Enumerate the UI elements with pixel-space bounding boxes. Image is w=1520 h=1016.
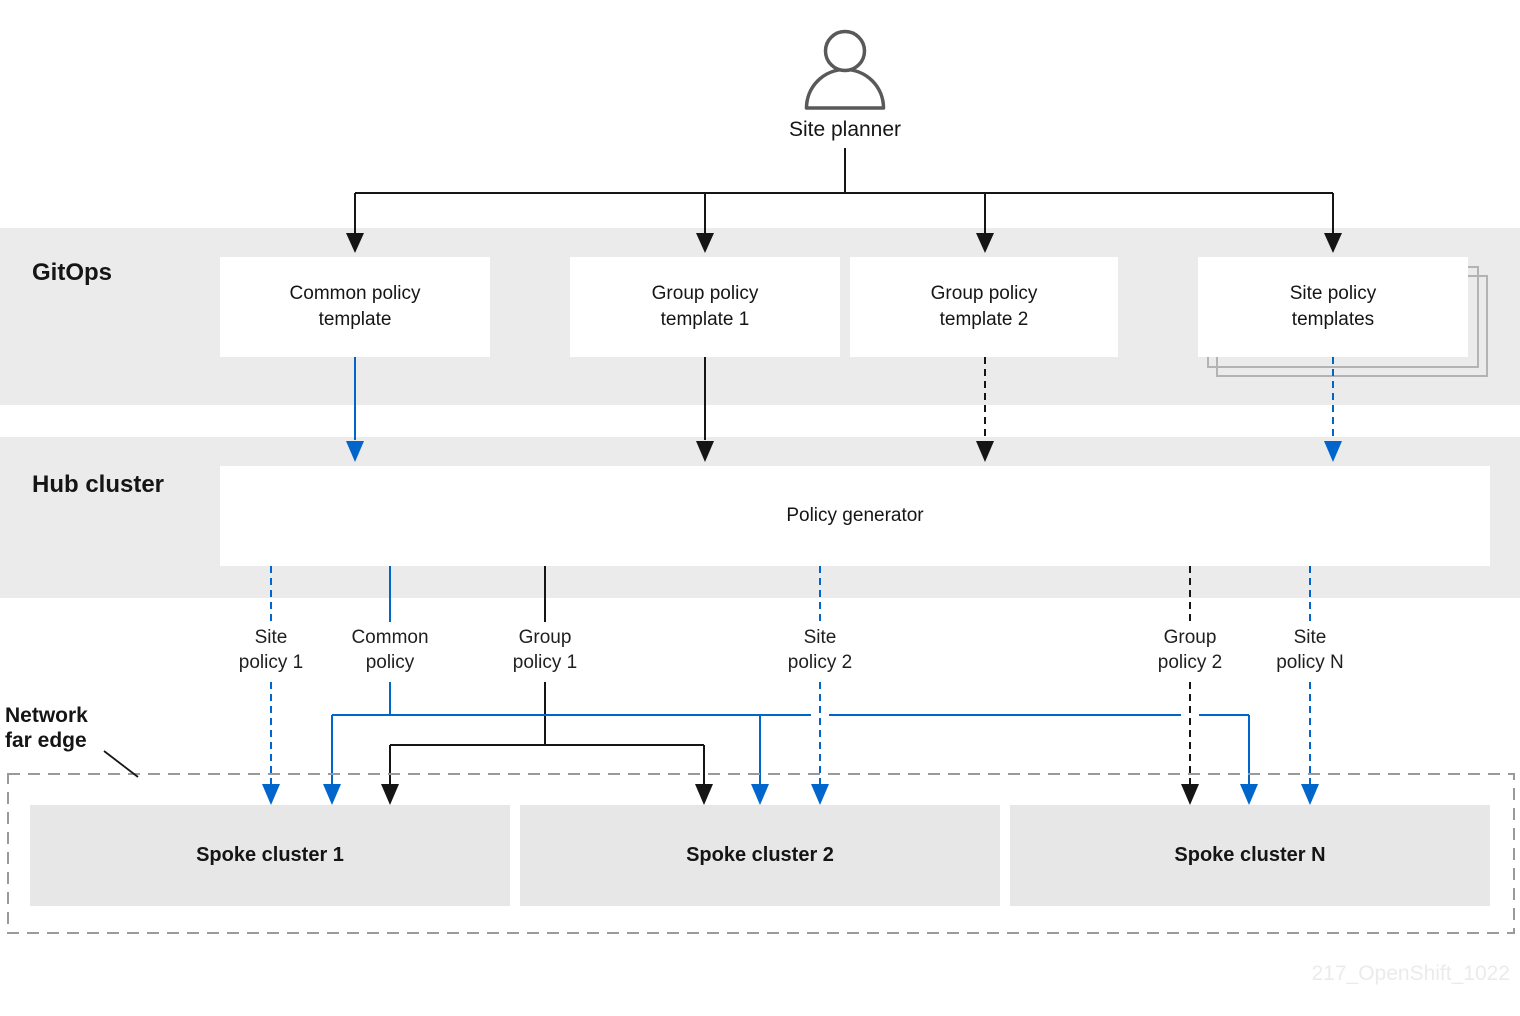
spoke-cluster-1-box: Spoke cluster 1 xyxy=(30,805,510,906)
site-planner-tree-lines xyxy=(354,148,1334,233)
site-planner-label: Site planner xyxy=(788,118,902,141)
spoke-cluster-2-box: Spoke cluster 2 xyxy=(520,805,1000,906)
hub-cluster-band-label: Hub cluster xyxy=(32,471,165,498)
policy-label-group-policy-1: Group policy 1 xyxy=(512,627,578,673)
spoke-cluster-n-box: Spoke cluster N xyxy=(1010,805,1490,906)
gitops-band-label: GitOps xyxy=(32,259,113,286)
network-far-edge-label: Network far edge xyxy=(5,704,88,752)
common-policy-template-box: Common policy template xyxy=(220,257,490,357)
site-policy-templates-box: Site policy templates xyxy=(1198,257,1468,357)
person-icon xyxy=(804,29,886,110)
policy-label-site-policy-n: Site policy N xyxy=(1276,627,1344,673)
watermark: 217_OpenShift_1022 xyxy=(1311,962,1510,985)
group-policy-template-2-box: Group policy template 2 xyxy=(850,257,1118,357)
policy-distribution-arrowheads xyxy=(262,784,1319,805)
policy-generator-box: Policy generator xyxy=(220,466,1490,566)
group-policy-template-1-box: Group policy template 1 xyxy=(570,257,840,357)
policy-distribution-lines xyxy=(270,682,1311,784)
policy-label-group-policy-2: Group policy 2 xyxy=(1157,627,1223,673)
policy-label-site-policy-1: Site policy 1 xyxy=(238,627,304,673)
policy-label-common-policy: Common policy xyxy=(351,627,429,673)
network-far-edge-pointer-line xyxy=(103,750,139,778)
policy-label-site-policy-2: Site policy 2 xyxy=(787,627,853,673)
